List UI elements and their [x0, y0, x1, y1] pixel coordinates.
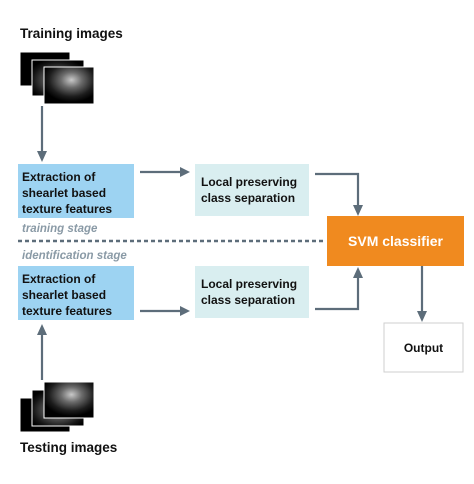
- testing-lpcs-line-2: class separation: [201, 293, 295, 307]
- arrowhead-test-extraction-to-lpcs: [180, 306, 190, 316]
- arrowhead-test-images-to-extraction: [37, 324, 47, 335]
- arrowhead-test-lpcs-to-svm: [353, 267, 363, 278]
- testing-images-stack: [19, 381, 95, 433]
- identification-stage-label: identification stage: [22, 250, 127, 262]
- training-lpcs-box: [195, 164, 309, 216]
- arrowhead-train-extraction-to-lpcs: [180, 167, 190, 177]
- testing-extraction-line-3: texture features: [22, 304, 112, 318]
- training-lpcs-line-1: Local preserving: [201, 175, 297, 189]
- testing-image-3: [43, 381, 95, 419]
- training-images-label: Training images: [20, 26, 123, 41]
- testing-extraction-box: [18, 266, 134, 320]
- svm-classifier-label: SVM classifier: [348, 233, 443, 249]
- testing-images-label: Testing images: [20, 440, 117, 455]
- training-extraction-line-3: texture features: [22, 202, 112, 216]
- svm-classifier-box: [327, 216, 464, 266]
- arrow-train-lpcs-to-svm: [315, 172, 360, 206]
- arrow-test-lpcs-to-svm: [315, 277, 360, 311]
- training-images-stack: [19, 51, 95, 105]
- training-lpcs-line-2: class separation: [201, 191, 295, 205]
- testing-extraction-line-2: shearlet based: [22, 288, 106, 302]
- arrowhead-train-images-to-extraction: [37, 151, 47, 162]
- output-box: [383, 322, 464, 373]
- training-extraction-line-1: Extraction of: [22, 170, 96, 184]
- training-extraction-box: [18, 164, 134, 218]
- output-label: Output: [404, 341, 443, 355]
- training-extraction-line-2: shearlet based: [22, 186, 106, 200]
- testing-extraction-line-1: Extraction of: [22, 272, 96, 286]
- arrowhead-svm-to-output: [417, 311, 427, 322]
- testing-lpcs-box: [195, 266, 309, 318]
- arrowhead-train-lpcs-to-svm: [353, 205, 363, 216]
- training-stage-label: training stage: [22, 223, 98, 235]
- testing-lpcs-line-1: Local preserving: [201, 277, 297, 291]
- training-image-3: [43, 66, 95, 105]
